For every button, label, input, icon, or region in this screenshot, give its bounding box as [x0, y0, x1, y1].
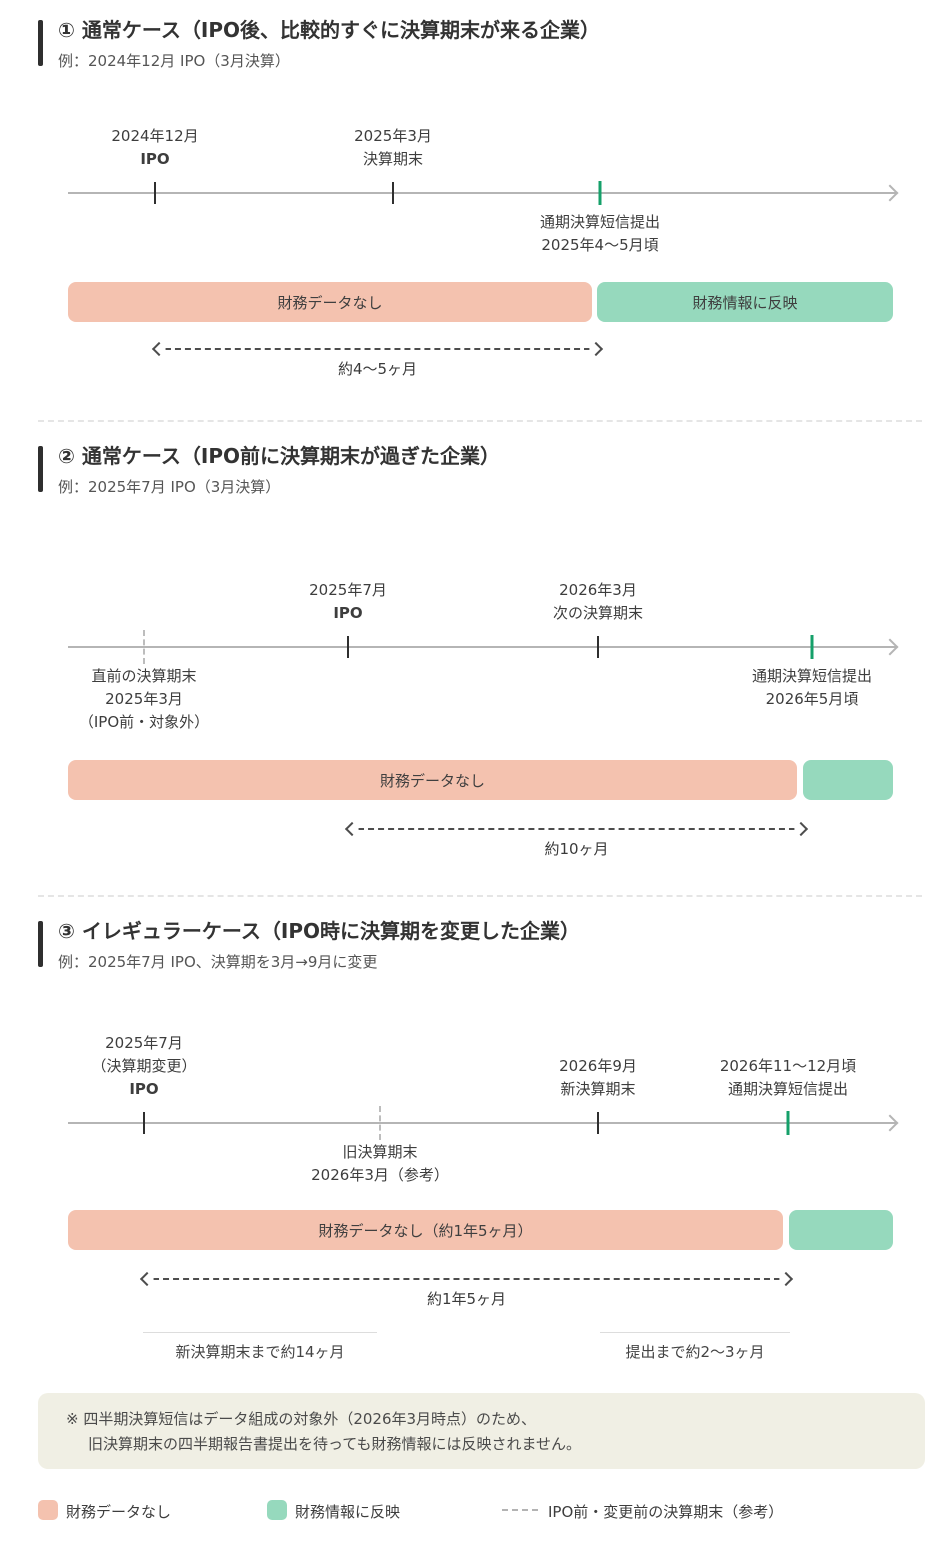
axis-arrowhead-icon	[881, 184, 899, 202]
event-label-line: 通期決算短信提出	[539, 213, 661, 231]
note-box: ※ 四半期決算短信はデータ組成の対象外（2026年3月時点）のため、 旧決算期末…	[38, 1393, 925, 1469]
timeline-axis	[68, 646, 896, 648]
legend-swatch-no-data	[38, 1500, 58, 1520]
legend-label-reflected: 財務情報に反映	[295, 1503, 401, 1521]
event-tick	[597, 636, 599, 658]
event-label: 2026年11〜12月頃通期決算短信提出	[720, 1055, 856, 1101]
legend-dashed-line-icon	[502, 1509, 538, 1511]
timeline: 2024年12月 IPO 2025年3月決算期末通期決算短信提出 2025年4〜5月頃…	[0, 0, 939, 420]
arrow-right-icon	[778, 1271, 794, 1287]
axis-arrowhead-icon	[881, 1114, 899, 1132]
section-subtitle: 例：2025年7月 IPO（3月決算）	[58, 478, 281, 496]
axis-arrowhead-icon	[881, 638, 899, 656]
timeline-axis	[68, 1122, 896, 1124]
event-label-line: 2025年4〜5月頃	[541, 236, 659, 254]
duration-label: 約4〜5ヶ月	[337, 360, 418, 378]
legend: 財務データなし 財務情報に反映 IPO前・変更前の決算期末（参考）	[0, 1496, 939, 1524]
reflected-bar	[803, 760, 893, 800]
section-subtitle: 例：2025年7月 IPO、決算期を3月→9月に変更	[58, 953, 378, 971]
section-title: ① 通常ケース（IPO後、比較的すぐに決算期末が来る企業）	[58, 18, 600, 42]
event-label-line: 2025年7月	[309, 581, 387, 599]
event-label-line: 2024年12月	[111, 127, 199, 145]
event-label: 2025年7月 IPO	[309, 579, 387, 625]
arrow-left-icon	[151, 341, 167, 357]
event-label-line: 2025年3月	[105, 690, 183, 708]
reference-tick	[379, 1106, 381, 1140]
section-subtitle: 例：2024年12月 IPO（3月決算）	[58, 52, 290, 70]
submission-tick	[598, 181, 602, 205]
section-case-3: ③ イレギュラーケース（IPO時に決算期を変更した企業） 例：2025年7月 I…	[0, 895, 939, 1554]
footnote-label: 提出まで約2〜3ヶ月	[600, 1332, 790, 1362]
event-label-line: 次の決算期末	[552, 604, 644, 622]
duration-arrow	[139, 1271, 794, 1287]
legend-label-reference: IPO前・変更前の決算期末（参考）	[548, 1503, 784, 1521]
event-label-line: 2025年7月	[105, 1034, 183, 1052]
event-label-line: 通期決算短信提出	[727, 1080, 849, 1098]
reflected-bar: 財務情報に反映	[597, 282, 893, 322]
event-label-line: 直前の決算期末	[91, 667, 197, 685]
event-label: 通期決算短信提出 2026年5月頃	[752, 665, 872, 711]
timeline-axis	[68, 192, 896, 194]
event-label: 2025年7月 （決算期変更） IPO	[91, 1032, 196, 1101]
arrow-right-icon	[793, 821, 809, 837]
event-label-line: 2026年3月	[559, 581, 637, 599]
event-label: 2024年12月 IPO	[111, 125, 198, 171]
event-label: 2026年9月新決算期末	[559, 1055, 637, 1101]
event-tick	[392, 182, 394, 204]
duration-arrow	[344, 821, 809, 837]
reflected-bar	[789, 1210, 893, 1250]
event-label: 2026年3月次の決算期末	[553, 579, 643, 625]
section-case-1: ① 通常ケース（IPO後、比較的すぐに決算期末が来る企業） 例：2024年12月…	[0, 0, 939, 420]
section-title: ③ イレギュラーケース（IPO時に決算期を変更した企業）	[58, 919, 580, 943]
arrow-right-icon	[588, 341, 604, 357]
event-label-line: 通期決算短信提出	[751, 667, 873, 685]
section-accent-bar	[38, 446, 43, 492]
submission-tick	[786, 1111, 790, 1135]
event-label: 旧決算期末 2026年3月（参考）	[311, 1141, 449, 1187]
event-label-line: 2026年9月	[559, 1057, 637, 1075]
no-data-bar: 財務データなし（約1年5ヶ月）	[68, 1210, 783, 1250]
event-tick	[143, 1112, 145, 1134]
section-accent-bar	[38, 20, 43, 66]
arrow-left-icon	[344, 821, 360, 837]
reference-tick	[143, 630, 145, 664]
footnote-label: 新決算期末まで約14ヶ月	[143, 1332, 377, 1362]
event-label-line: 2026年3月（参考）	[311, 1166, 449, 1184]
event-label: 通期決算短信提出 2025年4〜5月頃	[540, 211, 660, 257]
note-line-2: 旧決算期末の四半期報告書提出を待っても財務情報には反映されません。	[88, 1435, 582, 1453]
event-tick	[154, 182, 156, 204]
event-label-line: 決算期末	[362, 150, 423, 168]
event-label-line: （IPO前・対象外）	[78, 713, 210, 731]
note-line-1: ※ 四半期決算短信はデータ組成の対象外（2026年3月時点）のため、	[66, 1410, 537, 1428]
event-label-line: 2025年3月	[354, 127, 432, 145]
legend-label-no-data: 財務データなし	[66, 1503, 172, 1521]
event-label: 直前の決算期末 2025年3月 （IPO前・対象外）	[79, 665, 209, 734]
event-label-line: 2026年5月頃	[765, 690, 859, 708]
section-accent-bar	[38, 921, 43, 967]
event-label-line: IPO	[333, 604, 363, 622]
arrow-left-icon	[139, 1271, 155, 1287]
no-data-bar: 財務データなし	[68, 282, 592, 322]
duration-label: 約1年5ヶ月	[426, 1290, 507, 1308]
no-data-bar: 財務データなし	[68, 760, 797, 800]
section-title: ② 通常ケース（IPO前に決算期末が過ぎた企業）	[58, 444, 500, 468]
duration-label: 約10ヶ月	[544, 840, 609, 858]
submission-tick	[810, 635, 814, 659]
legend-swatch-reflected	[267, 1500, 287, 1520]
timeline: 直前の決算期末 2025年3月 （IPO前・対象外） 2025年7月 IPO 2026年3…	[0, 420, 939, 895]
section-divider	[38, 420, 922, 422]
section-case-2: ② 通常ケース（IPO前に決算期末が過ぎた企業） 例：2025年7月 IPO（3…	[0, 420, 939, 895]
duration-arrow	[151, 341, 604, 357]
section-divider	[38, 895, 922, 897]
event-label-line: 新決算期末	[560, 1080, 636, 1098]
event-tick	[347, 636, 349, 658]
event-label-line: 2026年11〜12月頃	[719, 1057, 857, 1075]
event-label-line: IPO	[140, 150, 170, 168]
event-label-line: （決算期変更）	[91, 1057, 197, 1075]
event-tick	[597, 1112, 599, 1134]
event-label-line: 旧決算期末	[342, 1143, 418, 1161]
event-label: 2025年3月決算期末	[354, 125, 432, 171]
event-label-line: IPO	[129, 1080, 159, 1098]
timeline: 2025年7月 （決算期変更） IPO 旧決算期末 2026年3月（参考） 2026年9月…	[0, 895, 939, 1554]
